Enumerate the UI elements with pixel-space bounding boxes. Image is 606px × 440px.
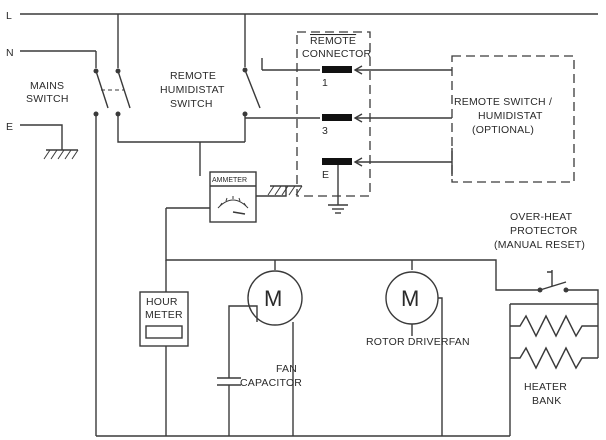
connector-ground-symbol bbox=[328, 204, 348, 214]
line-n-label: N bbox=[6, 47, 14, 59]
remote-signal-wires bbox=[353, 65, 453, 176]
pin-e-label: E bbox=[322, 169, 329, 181]
connector-pin-3 bbox=[322, 114, 352, 121]
remote-connector-label-1: REMOTE bbox=[310, 35, 356, 47]
rotor-driver-fan-label: ROTOR DRIVERFAN bbox=[366, 336, 470, 348]
remote-switch-label-2: HUMIDISTAT bbox=[478, 110, 543, 122]
ammeter-ground-symbol bbox=[267, 185, 303, 196]
overheat-label-1: OVER-HEAT bbox=[510, 211, 573, 223]
line-l-label: L bbox=[6, 10, 12, 22]
pin-3-label: 3 bbox=[322, 125, 328, 137]
fan-motor bbox=[228, 260, 303, 436]
remote-switch-box bbox=[451, 55, 575, 183]
remote-humidistat-label-1: REMOTE bbox=[170, 70, 216, 82]
overheat-protector bbox=[537, 270, 599, 304]
line-e-label: E bbox=[6, 121, 13, 133]
overheat-label-2: PROTECTOR bbox=[510, 225, 578, 237]
heater-bank-label-2: BANK bbox=[532, 395, 561, 407]
ammeter bbox=[166, 142, 287, 223]
remote-switch-label-3: (OPTIONAL) bbox=[472, 124, 534, 136]
ammeter-label: AMMETER bbox=[212, 177, 247, 184]
remote-humidistat-label-2: HUMIDISTAT bbox=[160, 84, 225, 96]
mains-switch-label-2: SWITCH bbox=[26, 93, 69, 105]
earth-line-wire bbox=[20, 124, 63, 150]
remote-connector-label-2: CONNECTOR bbox=[302, 48, 371, 60]
fan-capacitor-label-2: CAPACITOR bbox=[240, 377, 302, 389]
connector-pin-e bbox=[322, 158, 352, 165]
connector-pin-1 bbox=[322, 66, 352, 73]
fan-motor-symbol: M bbox=[264, 286, 282, 311]
earth-ground-symbol bbox=[43, 149, 79, 160]
hour-meter bbox=[139, 260, 189, 436]
hour-meter-label-2: METER bbox=[145, 309, 183, 321]
heater-bank bbox=[509, 303, 599, 436]
fan-capacitor-label-1: FAN bbox=[276, 363, 297, 375]
remote-switch-label-1: REMOTE SWITCH / bbox=[454, 96, 552, 108]
remote-humidistat-switch bbox=[242, 14, 320, 142]
hour-meter-label-1: HOUR bbox=[146, 296, 178, 308]
pin-1-label: 1 bbox=[322, 77, 328, 89]
live-distribution-bus bbox=[165, 208, 540, 291]
mains-switch-label-1: MAINS bbox=[30, 80, 64, 92]
rotor-driver-fan-motor bbox=[385, 260, 443, 436]
remote-connector-box bbox=[296, 31, 371, 197]
rotor-motor-symbol: M bbox=[401, 286, 419, 311]
mains-switch bbox=[93, 14, 245, 436]
fan-capacitor bbox=[217, 377, 241, 436]
overheat-label-3: (MANUAL RESET) bbox=[494, 239, 585, 251]
remote-humidistat-label-3: SWITCH bbox=[170, 98, 213, 110]
heater-bank-label-1: HEATER bbox=[524, 381, 567, 393]
